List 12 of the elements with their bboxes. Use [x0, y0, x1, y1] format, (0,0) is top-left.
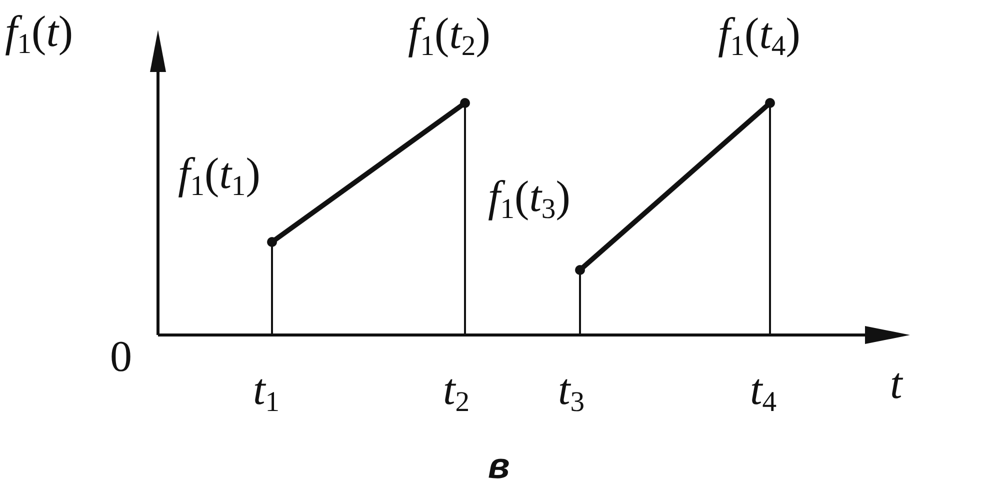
axis-label: f$_{1}$(t$_{2}$)	[408, 12, 490, 56]
axis-label: t$_{1}$	[253, 368, 280, 412]
axis-label: t$_{2}$	[443, 368, 470, 412]
axis-label: f$_{1}$(t$_{1}$)	[178, 152, 260, 196]
axis-label: t	[890, 362, 902, 406]
axis-label: t$_{3}$	[558, 368, 585, 412]
axis-label: f$_{1}$(t$_{3}$)	[488, 175, 570, 219]
axis-label: f$_{1}$(t$_{4}$)	[718, 12, 800, 56]
axis-label: f$_{1}$(t)	[5, 10, 74, 54]
caption: в	[488, 448, 510, 484]
axis-label: 0	[110, 335, 132, 379]
axis-label: t$_{4}$	[750, 368, 777, 412]
